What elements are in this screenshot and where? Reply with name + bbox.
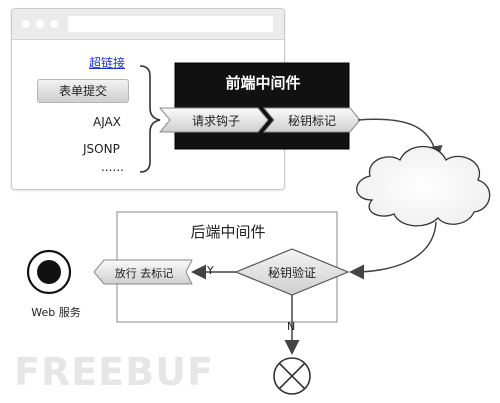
- web-service-label: Web 服务: [31, 306, 81, 319]
- cloud-icon: [356, 146, 491, 227]
- brace-shape: [139, 65, 161, 173]
- release-label: 放行 去标记: [114, 267, 174, 280]
- window-dot-icon: [36, 20, 44, 28]
- frontend-box: [174, 62, 350, 150]
- chevron-key-mark: [262, 107, 361, 133]
- window-dot-icon: [50, 20, 58, 28]
- form-submit-button[interactable]: 表单提交: [37, 79, 129, 103]
- address-bar[interactable]: [68, 16, 273, 32]
- verify-label: 秘钥验证: [267, 266, 316, 280]
- flow-arrow-to-verify: [349, 221, 437, 280]
- backend-title: 后端中间件: [190, 223, 266, 241]
- window-dot-icon: [22, 20, 30, 28]
- browser-titlebar: [12, 9, 284, 40]
- verify-diamond: [234, 248, 350, 296]
- chevron-release: [93, 259, 193, 285]
- chevron-request-hook: [158, 107, 269, 133]
- watermark-logo: FREEBUF: [14, 350, 214, 394]
- more-label: ......: [101, 160, 124, 174]
- request-hook-label: 请求钩子: [191, 114, 240, 128]
- key-mark-label: 秘钥标记: [287, 114, 336, 128]
- web-service-icon: [26, 249, 72, 295]
- yes-label: Y: [207, 264, 214, 277]
- no-label: N: [287, 320, 296, 333]
- reject-icon: [273, 357, 311, 395]
- ajax-label: AJAX: [93, 115, 121, 129]
- jsonp-label: JSONP: [83, 142, 120, 156]
- hyperlink-link[interactable]: 超链接: [89, 56, 126, 70]
- frontend-title: 前端中间件: [225, 74, 301, 92]
